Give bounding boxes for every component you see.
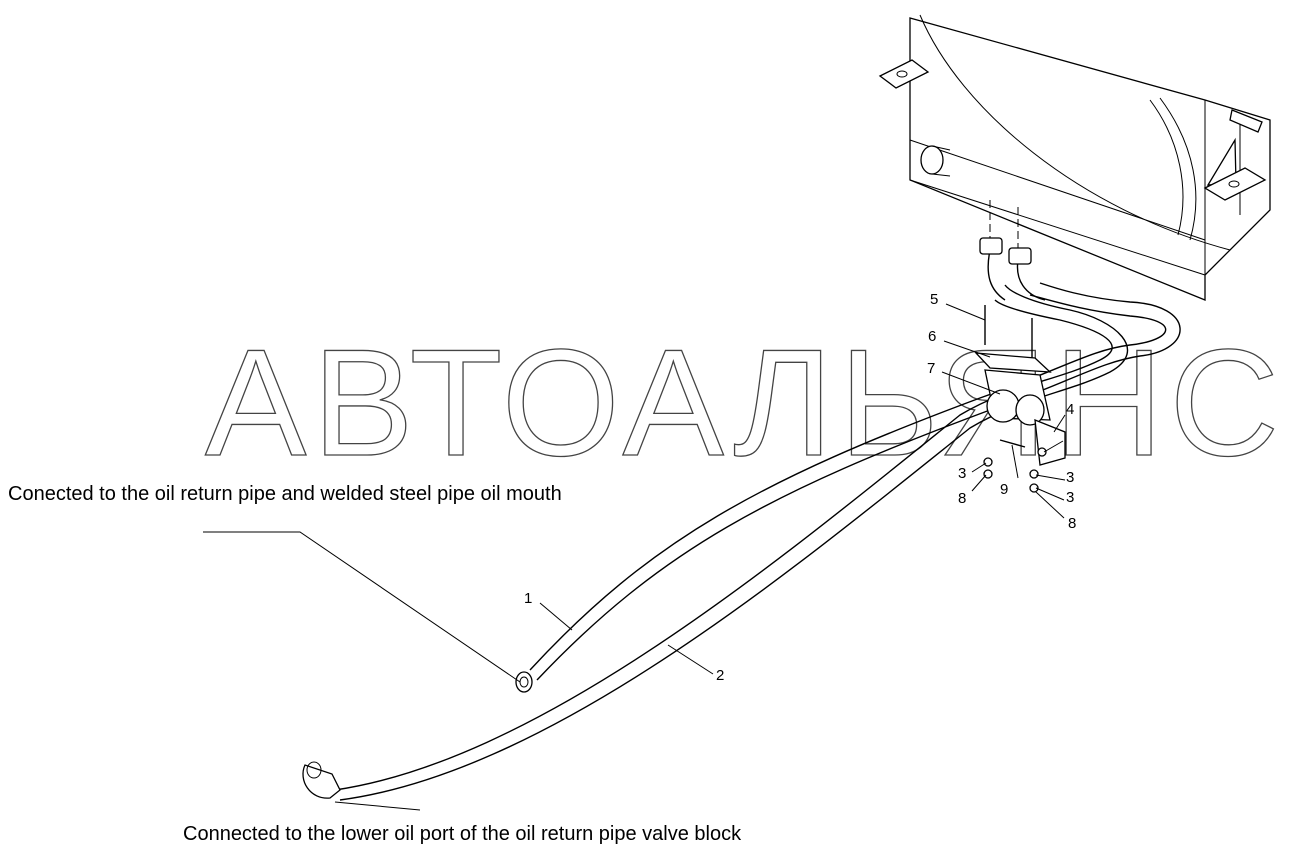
callout-3c: 3	[1066, 489, 1074, 506]
pipe-1	[515, 282, 1181, 693]
callout-labels: 1 2 3 3 3 3 4 5 6 7 8 8 9	[524, 291, 1076, 684]
radiator-assembly	[878, 14, 1271, 301]
leader-lines	[203, 303, 1066, 811]
caption-bottom: Connected to the lower oil port of the o…	[183, 823, 742, 845]
callout-7: 7	[927, 360, 935, 377]
callout-2: 2	[716, 667, 724, 684]
callout-1: 1	[524, 590, 532, 607]
callout-8a: 8	[958, 490, 966, 507]
watermark-text: АВТОАЛЬЯНС	[205, 318, 1285, 488]
callout-8b: 8	[1068, 515, 1076, 532]
caption-top: Conected to the oil return pipe and weld…	[8, 483, 562, 505]
callout-9: 9	[1000, 481, 1008, 498]
callout-5: 5	[930, 291, 938, 308]
callout-3b: 3	[1066, 469, 1074, 486]
callout-3a: 3	[958, 465, 966, 482]
callout-4: 4	[1066, 401, 1074, 418]
clamp-assembly	[974, 305, 1066, 493]
callout-6: 6	[928, 328, 936, 345]
